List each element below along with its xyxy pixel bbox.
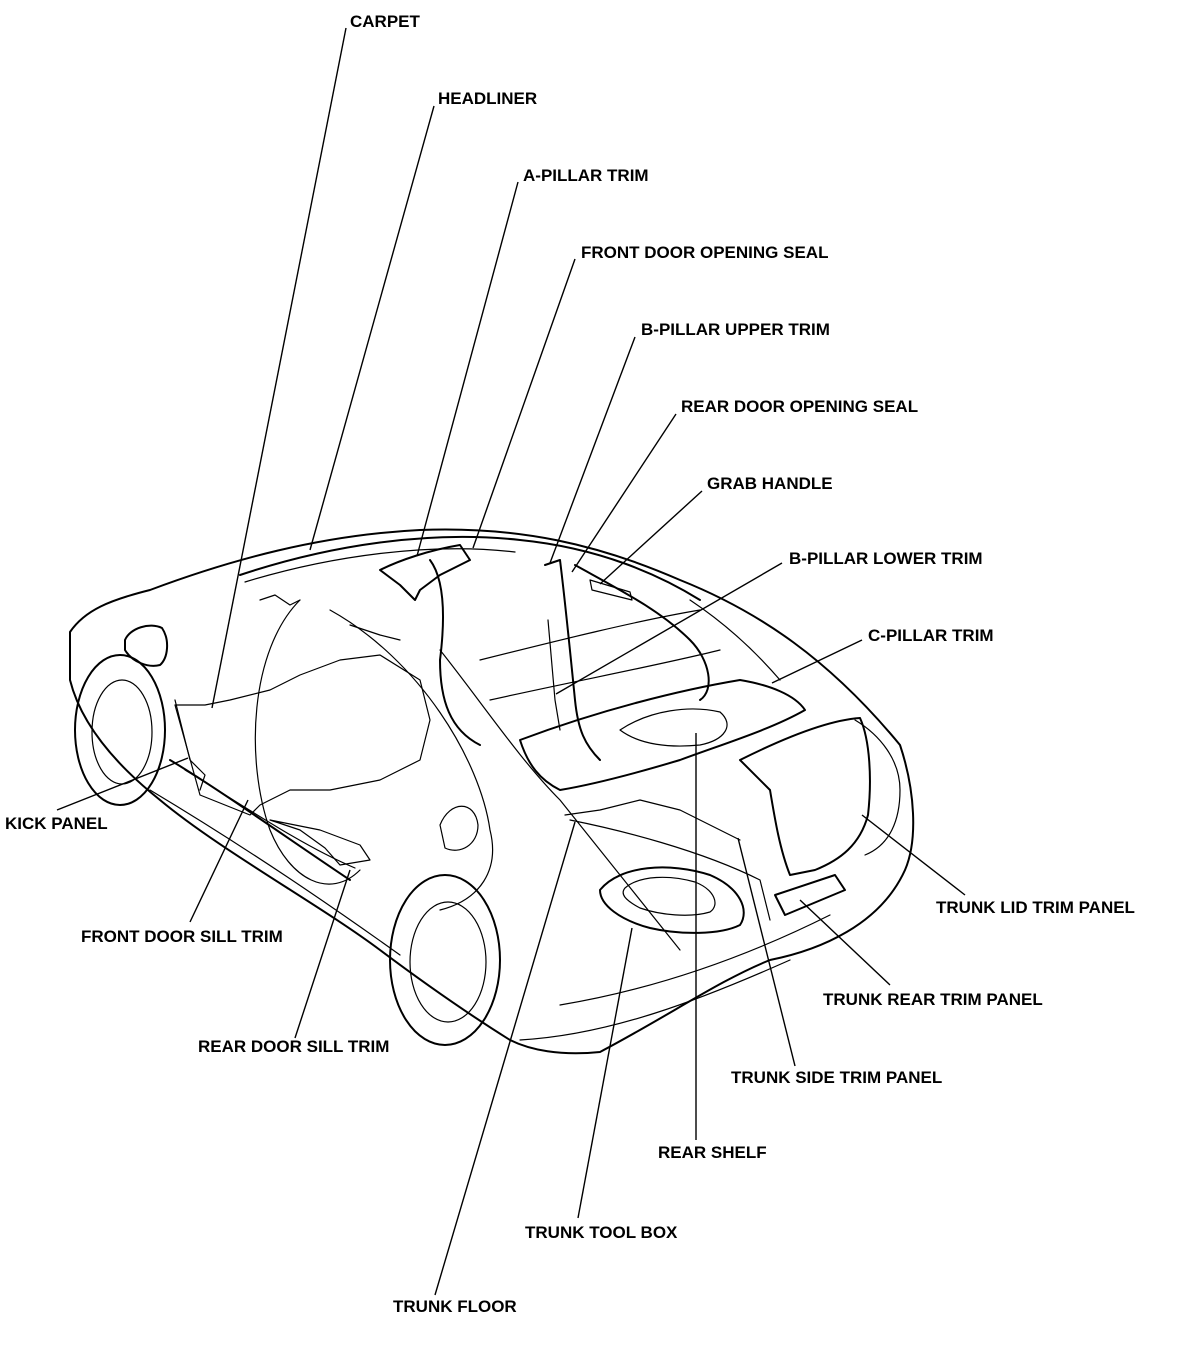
leader-trunk-tool-box [577, 927, 633, 1219]
carpet-outline [174, 654, 431, 816]
tool-box-inner [622, 876, 716, 916]
label-rear-door-opening-seal: REAR DOOR OPENING SEAL [681, 397, 919, 416]
grab-handle-shape [589, 579, 633, 601]
label-trunk-side-trim-panel: TRUNK SIDE TRIM PANEL [731, 1068, 943, 1087]
leader-carpet [211, 27, 347, 709]
leader-trunk-rear-trim-panel [799, 899, 891, 986]
rear-door-seal [574, 564, 710, 701]
front-door-seal [429, 559, 481, 746]
leader-trunk-lid-trim-panel [861, 814, 966, 896]
leader-lines [56, 27, 966, 1296]
headliner-clip-2 [349, 624, 401, 641]
windshield-arc-2 [329, 609, 494, 911]
trunk-lid-panel [739, 717, 871, 876]
b-pillar [544, 559, 601, 761]
leader-b-pillar-upper-trim [549, 336, 636, 564]
label-kick-panel: KICK PANEL [5, 814, 108, 833]
carpet-rear [269, 819, 371, 866]
fuel-door [439, 805, 479, 851]
rear-shelf-shape [519, 679, 806, 791]
lower-body-line [149, 789, 401, 956]
front-wheel-inner [91, 679, 153, 785]
trunk-rear-panel [774, 874, 846, 916]
windshield-arc [254, 599, 361, 885]
kick-panel-shape [174, 699, 206, 791]
b-pillar-lower [547, 619, 561, 731]
label-front-door-sill-trim: FRONT DOOR SILL TRIM [81, 927, 283, 946]
rear-bumper-line [519, 959, 791, 1041]
label-carpet: CARPET [350, 12, 420, 31]
front-wheel-outer [74, 654, 166, 806]
leader-c-pillar-trim [771, 639, 863, 684]
leader-a-pillar-trim [416, 181, 519, 557]
trunk-floor-shape [564, 799, 741, 841]
label-trunk-floor: TRUNK FLOOR [393, 1297, 517, 1316]
trunk-lid-outer [854, 719, 901, 856]
headliner-clip-1 [259, 594, 301, 606]
leader-trunk-floor [434, 821, 576, 1296]
interior-diagonal [439, 649, 681, 951]
label-trunk-rear-trim-panel: TRUNK REAR TRIM PANEL [823, 990, 1043, 1009]
a-pillar [379, 544, 471, 601]
rear-shelf-inner [619, 708, 728, 747]
leader-headliner [309, 105, 435, 551]
label-front-door-opening-seal: FRONT DOOR OPENING SEAL [581, 243, 829, 262]
tool-box-outer [599, 866, 745, 934]
label-b-pillar-upper-trim: B-PILLAR UPPER TRIM [641, 320, 830, 339]
leader-b-pillar-lower-trim [555, 562, 783, 695]
label-trunk-tool-box: TRUNK TOOL BOX [525, 1223, 678, 1242]
leader-kick-panel [56, 757, 189, 811]
label-trunk-lid-trim-panel: TRUNK LID TRIM PANEL [936, 898, 1135, 917]
side-mirror [124, 624, 168, 667]
leader-front-door-sill-trim [189, 799, 249, 923]
label-a-pillar-trim: A-PILLAR TRIM [523, 166, 649, 185]
leader-grab-handle [599, 490, 703, 585]
trunk-side-panel [569, 819, 771, 921]
rear-wheel-inner [409, 901, 487, 1023]
leader-trunk-side-trim-panel [737, 837, 796, 1067]
label-rear-door-sill-trim: REAR DOOR SILL TRIM [198, 1037, 390, 1056]
car-body [69, 528, 915, 1055]
body-outline [69, 528, 915, 1055]
label-rear-shelf: REAR SHELF [658, 1143, 767, 1162]
rear-wheel-outer [389, 874, 501, 1046]
label-b-pillar-lower-trim: B-PILLAR LOWER TRIM [789, 549, 983, 568]
label-headliner: HEADLINER [438, 89, 538, 108]
label-c-pillar-trim: C-PILLAR TRIM [868, 626, 994, 645]
rear-bumper-lower [559, 914, 831, 1006]
roof-line [239, 535, 701, 601]
leader-front-door-opening-seal [472, 258, 576, 549]
roof-inner [244, 548, 516, 583]
c-pillar-shape [689, 599, 781, 681]
leader-rear-door-sill-trim [294, 869, 351, 1039]
interior-diagonal-2 [479, 609, 701, 661]
leader-rear-door-opening-seal [571, 413, 677, 573]
label-grab-handle: GRAB HANDLE [707, 474, 833, 493]
interior-diagonal-3 [489, 649, 721, 701]
